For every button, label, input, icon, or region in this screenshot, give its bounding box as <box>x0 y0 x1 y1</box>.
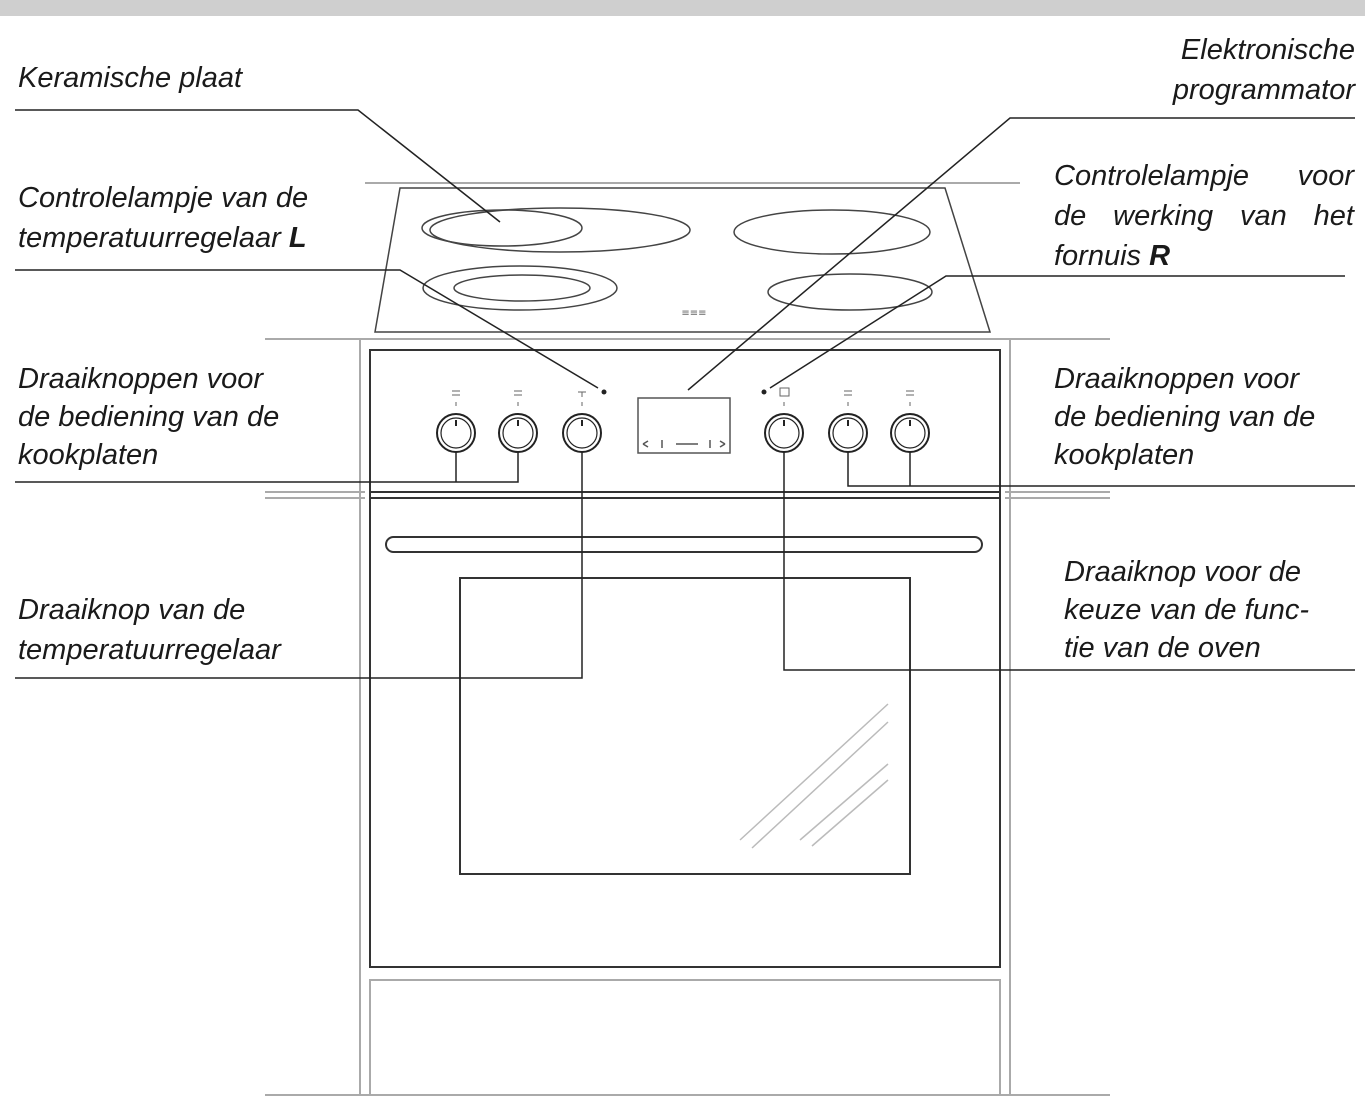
lamp-r <box>761 389 767 395</box>
leader-lines <box>15 109 1355 679</box>
oven-handle <box>385 536 983 553</box>
ceramic-hob <box>374 187 992 333</box>
label-knoppen-rechts: Draaiknoppen voor de bediening van de ko… <box>1054 363 1316 471</box>
knob-6 <box>890 413 930 453</box>
leader-knoppen-links <box>15 452 519 483</box>
leader-knop-temp <box>15 452 583 679</box>
label-knop-functie: Draaiknop voor de keuze van de func- tie… <box>1064 556 1310 664</box>
cabinet <box>265 182 1110 1096</box>
leader-lampje-l <box>15 269 599 389</box>
leader-knop-functie <box>783 452 1355 671</box>
knob-1 <box>436 413 476 453</box>
knob-5 <box>828 413 868 453</box>
programmer-display <box>637 397 731 454</box>
label-programmator: Elektronische programmator <box>1172 34 1355 106</box>
oven-body <box>369 349 1001 968</box>
knob-2 <box>498 413 538 453</box>
leader-lampje-r <box>769 275 1345 389</box>
label-knop-temp: Draaiknop van de temperatuurregelaar <box>18 594 281 666</box>
label-knoppen-links: Draaiknoppen voor de bediening van de ko… <box>18 363 280 471</box>
leader-programmator <box>687 117 1355 391</box>
label-lampje-l: Controlelampje van de temperatuurregelaa… <box>18 182 309 254</box>
knob-symbols <box>452 387 914 406</box>
leader-knoppen-rechts <box>847 452 1355 487</box>
knob-function <box>764 413 804 453</box>
label-keramische-plaat: Keramische plaat <box>18 62 243 94</box>
glass-reflection <box>739 703 889 849</box>
leader-keramische-plaat <box>15 109 501 223</box>
knobs <box>436 413 930 453</box>
oven-window <box>459 577 911 875</box>
knob-temperature <box>562 413 602 453</box>
top-bar <box>0 0 1365 16</box>
lamp-l <box>601 389 607 395</box>
hob-marking: ≡≡≡ <box>681 308 706 319</box>
